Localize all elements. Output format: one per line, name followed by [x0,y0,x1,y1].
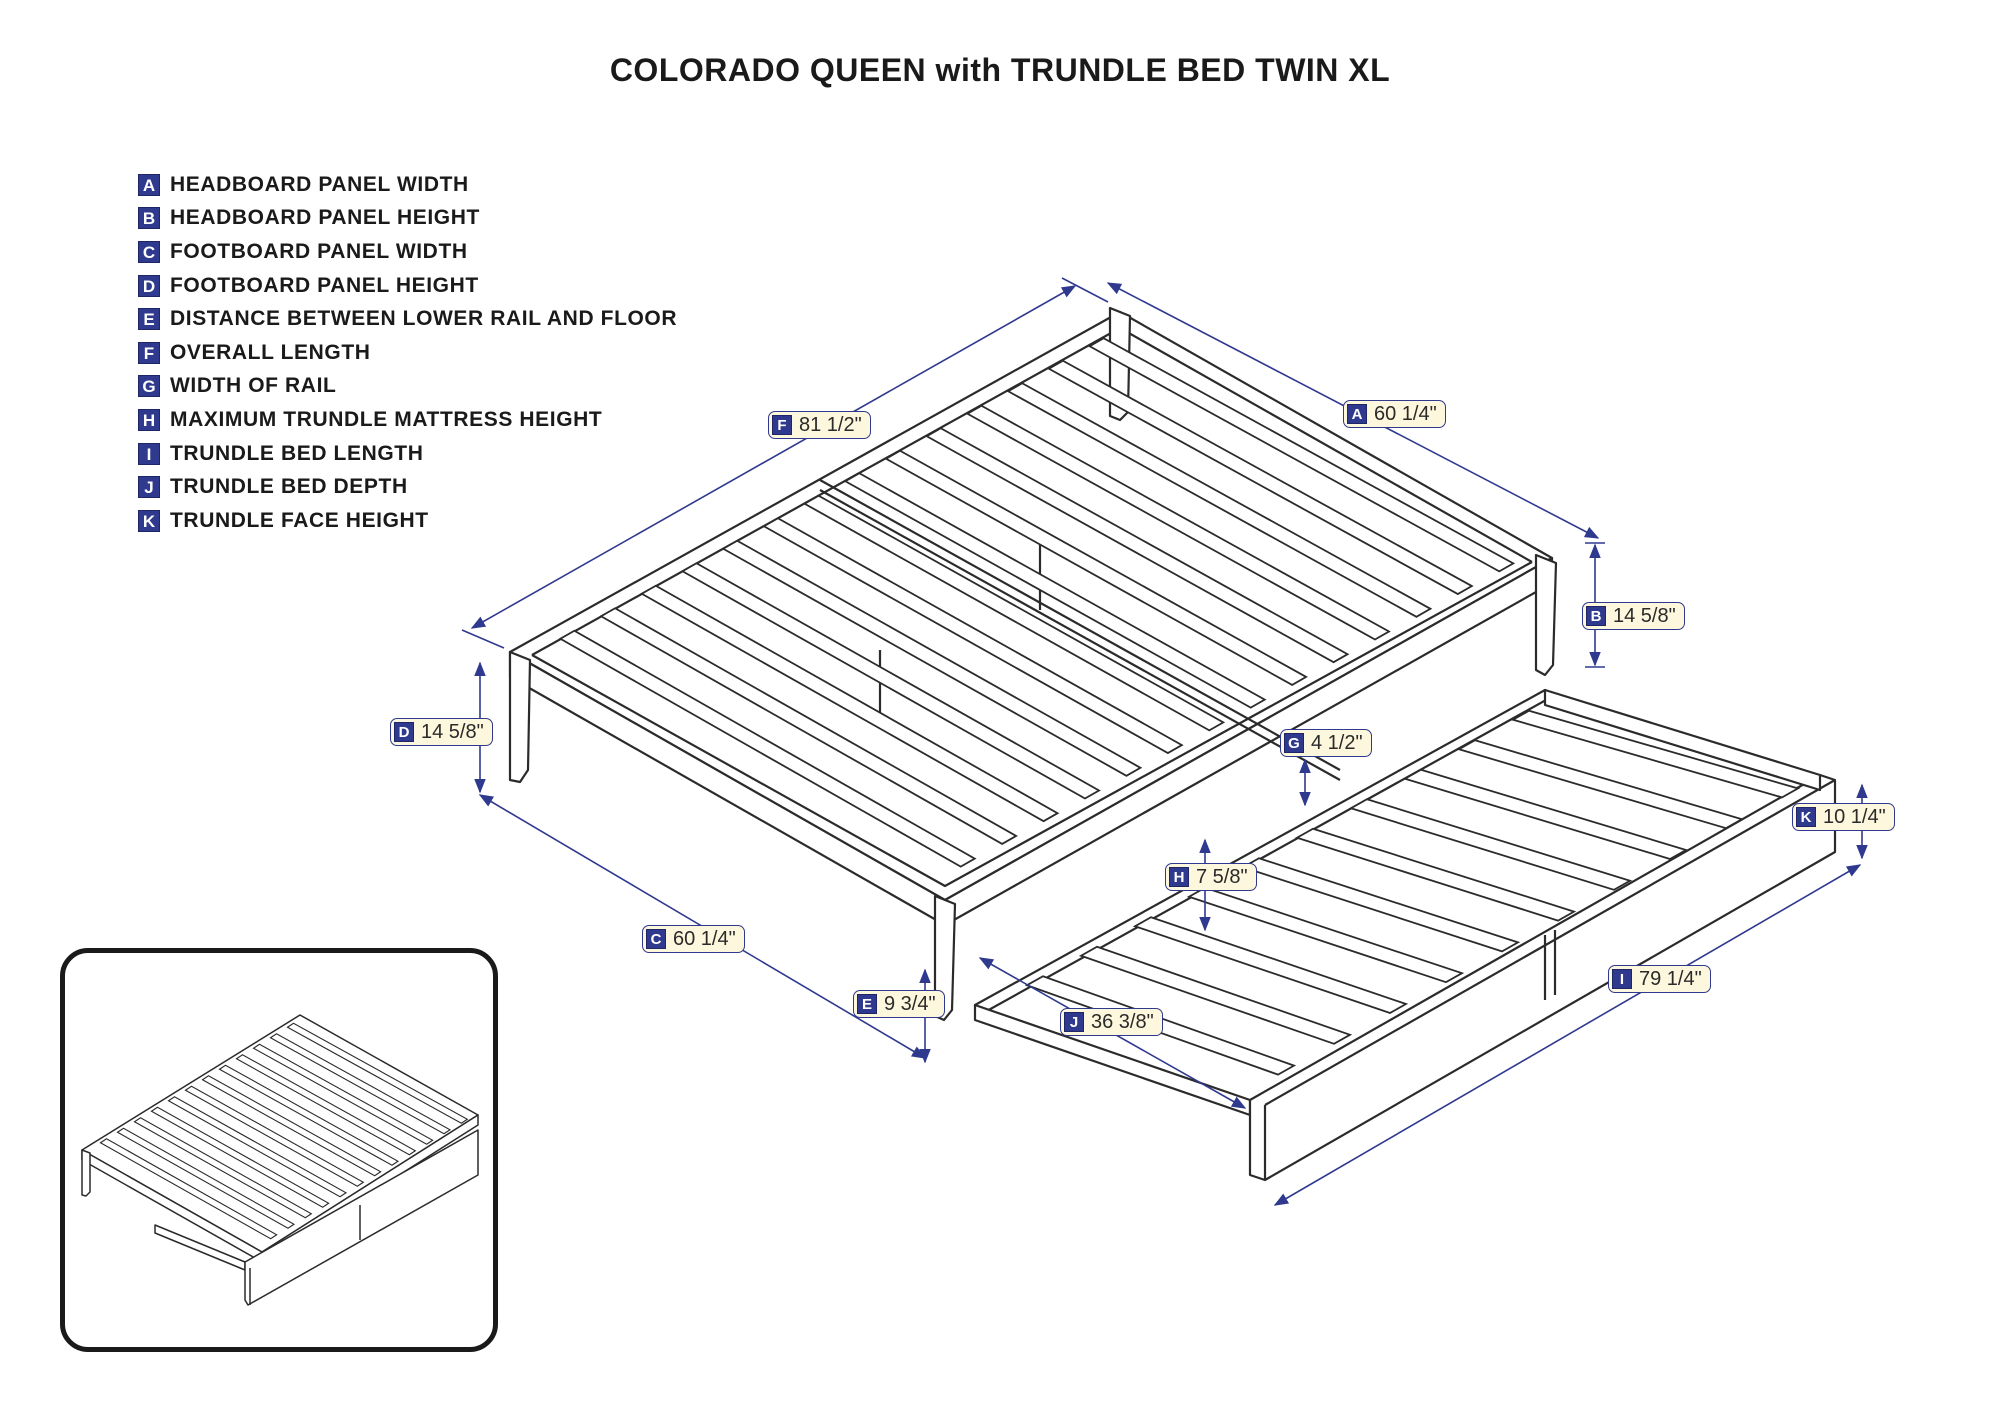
legend-key-badge: H [138,408,160,431]
dimension-callout-b: B 14 5/8" [1582,602,1685,630]
trundle-slat [1132,916,1409,1014]
dimension-callout-g: G 4 1/2" [1280,729,1372,757]
callout-key-badge: D [394,722,414,742]
trundle-slat [1186,886,1465,984]
dimension-callout-a: A 60 1/4" [1343,400,1446,428]
callout-key-badge: E [857,994,877,1014]
dimension-callout-h: H 7 5/8" [1165,863,1257,891]
legend-key-badge: A [138,173,160,196]
callout-value: 79 1/4" [1639,967,1702,990]
callout-key-badge: A [1347,404,1367,424]
legend-item-label: TRUNDLE BED LENGTH [170,441,424,465]
inset-bed-slats [99,1022,469,1240]
legend-item-label: HEADBOARD PANEL WIDTH [170,172,469,196]
dimension-callout-f: F 81 1/2" [768,411,871,439]
callout-key-badge: F [772,415,792,435]
legend-key-badge: D [138,274,160,297]
legend-key-badge: B [138,207,160,230]
trundle-slat [1510,709,1801,799]
trundle-slat [1294,827,1577,922]
callout-value: 60 1/4" [673,927,736,950]
inset-slat [150,1106,330,1208]
inset-slat [184,1085,365,1187]
inset-slat [116,1127,296,1229]
callout-key-badge: C [646,929,666,949]
callout-value: 14 5/8" [421,720,484,743]
callout-key-badge: J [1064,1012,1084,1032]
dimension-callout-c: C 60 1/4" [642,925,745,953]
legend-item: G WIDTH OF RAIL [138,370,677,404]
callout-key-badge: G [1284,733,1304,753]
callout-key-badge: B [1586,606,1606,626]
trundle-slat [1402,768,1689,860]
legend-item-label: TRUNDLE FACE HEIGHT [170,508,429,532]
dimension-callout-d: D 14 5/8" [390,718,493,746]
legend-item-label: OVERALL LENGTH [170,340,371,364]
callout-value: 60 1/4" [1374,402,1437,425]
legend-item: I TRUNDLE BED LENGTH [138,437,677,471]
legend-item-label: FOOTBOARD PANEL HEIGHT [170,273,479,297]
callout-value: 36 3/8" [1091,1010,1154,1033]
legend-key-badge: F [138,341,160,364]
inset-slat [269,1033,452,1135]
callout-key-badge: K [1796,807,1816,827]
inset-slat [218,1064,400,1166]
legend-item: K TRUNDLE FACE HEIGHT [138,504,677,538]
inset-slat [286,1022,469,1124]
callout-value: 14 5/8" [1613,604,1676,627]
dimension-callout-k: K 10 1/4" [1792,803,1895,831]
trundle-slat [1240,857,1521,953]
legend-key-badge: G [138,375,160,398]
callout-value: 4 1/2" [1311,731,1363,754]
inset-slat [235,1054,417,1156]
diagram-title: COLORADO QUEEN with TRUNDLE BED TWIN XL [609,52,1391,88]
legend-key-badge: I [138,442,160,465]
legend-item-label: WIDTH OF RAIL [170,374,337,398]
dimension-callout-i: I 79 1/4" [1608,965,1711,993]
inset-slat [99,1138,278,1240]
inset-slat [201,1075,382,1177]
legend-item-label: FOOTBOARD PANEL WIDTH [170,239,468,263]
callout-value: 7 5/8" [1196,865,1248,888]
legend-item: A HEADBOARD PANEL WIDTH [138,168,677,202]
legend-key-badge: E [138,308,160,331]
trundle-slat [1348,798,1633,891]
inset-slat [252,1043,434,1145]
inset-slat [133,1117,313,1219]
callout-value: 10 1/4" [1823,805,1886,828]
dimension-lines [461,277,1868,1206]
legend-item: B HEADBOARD PANEL HEIGHT [138,202,677,236]
callout-value: 81 1/2" [799,413,862,436]
legend-item-label: TRUNDLE BED DEPTH [170,475,408,499]
legend-item: D FOOTBOARD PANEL HEIGHT [138,269,677,303]
legend-item: F OVERALL LENGTH [138,336,677,370]
legend-item: C FOOTBOARD PANEL WIDTH [138,235,677,269]
dimension-callout-j: J 36 3/8" [1060,1008,1163,1036]
dimension-callout-e: E 9 3/4" [853,990,945,1018]
legend-key-badge: K [138,509,160,532]
callout-key-badge: H [1169,867,1189,887]
legend-item-label: HEADBOARD PANEL HEIGHT [170,206,480,230]
callout-value: 9 3/4" [884,992,936,1015]
legend-key-badge: J [138,476,160,499]
legend-key-badge: C [138,240,160,263]
trundle-slat [1456,739,1745,830]
callout-key-badge: I [1612,969,1632,989]
inset-slat [167,1096,348,1198]
legend-item: J TRUNDLE BED DEPTH [138,470,677,504]
